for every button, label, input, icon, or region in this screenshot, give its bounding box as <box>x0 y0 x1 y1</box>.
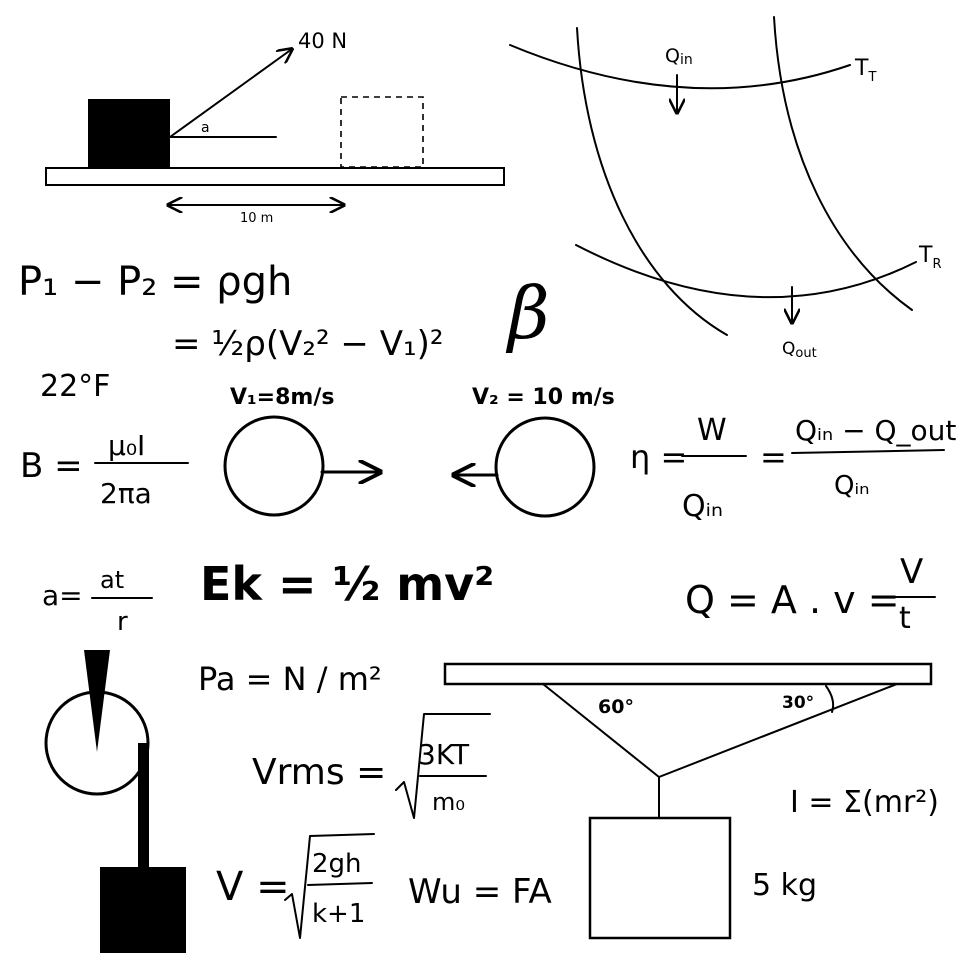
surface <box>45 167 505 186</box>
efficiency-num1: W <box>697 413 727 448</box>
right-cable <box>658 683 898 778</box>
ceiling-beam <box>443 662 933 686</box>
pulley-mount <box>84 650 110 752</box>
vrms-numerator: 3KT <box>418 738 470 771</box>
flow-rate-numerator: V <box>900 552 923 592</box>
inertia-formula: I = Σ(mr²) <box>790 785 939 820</box>
angle-label: a <box>201 120 210 136</box>
efficiency-den2: Qᵢₙ <box>834 471 869 501</box>
angle-left-label: 60° <box>598 696 634 718</box>
flow-rate-denominator: t <box>899 601 911 636</box>
velocity-denominator: k+1 <box>312 899 365 929</box>
velocity-formula: V = 2gh k+1 <box>216 833 375 939</box>
bernoulli-equation-line2: = ½ρ(V₂² − V₁)² <box>172 324 444 364</box>
block-force-diagram: 40 N a 10 m <box>45 29 505 226</box>
flow-rate-formula: Q = A . v = V t <box>685 552 936 636</box>
magnetic-field-numerator: μ₀I <box>108 429 145 462</box>
heat-out-label: Qout <box>782 339 817 361</box>
kinetic-energy-formula: Ek = ½ mv² <box>200 557 494 611</box>
solid-block <box>88 99 170 167</box>
heat-in-label: Qin <box>665 45 693 68</box>
efficiency-formula: η = W Qᵢₙ = Qᵢₙ − Q_out Qᵢₙ <box>630 413 956 524</box>
velocity-fraction-bar <box>307 882 373 886</box>
hot-isotherm-curve <box>509 44 851 90</box>
cold-isotherm-curve <box>575 244 917 299</box>
temperature-label: 22°F <box>40 369 110 404</box>
dashed-block <box>340 96 424 168</box>
v1-label: V₁=8m/s <box>230 385 334 410</box>
velocity-root-sign <box>284 833 375 939</box>
accel-numerator: at <box>100 566 124 594</box>
v2-label: V₂ = 10 m/s <box>472 385 615 410</box>
efficiency-lhs: η = <box>630 438 687 476</box>
vrms-root-sign <box>395 713 491 819</box>
vrms-denominator: m₀ <box>432 788 465 816</box>
hanging-mass-diagram: 60° 30° 5 kg <box>443 662 933 940</box>
angle-right-label: 30° <box>782 693 814 713</box>
heat-engine-diagram: Qin TT TR Qout <box>509 16 942 361</box>
adiabat-right-curve <box>773 16 913 311</box>
cold-reservoir-label: TR <box>918 243 942 272</box>
work-formula: Wu = FA <box>408 872 552 912</box>
velocity-lhs: V = <box>216 864 290 910</box>
force-arrow <box>169 49 292 138</box>
accel-lhs: a= <box>42 579 83 612</box>
pascal-formula: Pa = N / m² <box>198 660 382 698</box>
magnetic-field-denominator: 2πa <box>100 477 152 510</box>
pulley-diagram <box>44 650 186 953</box>
collision-diagram: V₁=8m/s V₂ = 10 m/s <box>223 385 615 518</box>
hanging-box <box>588 816 732 940</box>
accel-denominator: r <box>117 607 128 637</box>
distance-label: 10 m <box>240 211 273 226</box>
adiabat-left-curve <box>576 27 728 336</box>
flow-rate-lhs: Q = A . v = <box>685 578 900 622</box>
magnetic-field-lhs: B = <box>20 446 83 486</box>
mass-label: 5 kg <box>752 868 817 903</box>
acceleration-formula: a= at r <box>42 566 153 637</box>
efficiency-equals: = <box>760 438 787 476</box>
efficiency-den1: Qᵢₙ <box>682 489 723 524</box>
velocity-numerator: 2gh <box>312 849 362 879</box>
force-label: 40 N <box>298 29 347 53</box>
ball-1 <box>223 415 325 517</box>
angle-arc-right <box>825 685 835 713</box>
pulley-weight <box>100 867 186 953</box>
efficiency-bar2 <box>791 449 945 454</box>
hot-reservoir-label: TT <box>854 56 876 85</box>
bernoulli-equation-line1: P₁ − P₂ = ρgh <box>18 259 292 305</box>
ball-2 <box>494 416 596 518</box>
magnetic-field-formula: B = μ₀I 2πa <box>20 429 189 510</box>
vrms-lhs: Vrms = <box>252 752 386 793</box>
left-cable <box>542 683 660 778</box>
beta-symbol: β <box>505 271 550 355</box>
efficiency-num2: Qᵢₙ − Q_out <box>795 414 956 447</box>
vrms-formula: Vrms = 3KT m₀ <box>252 713 491 819</box>
pulley-rope <box>138 743 149 867</box>
